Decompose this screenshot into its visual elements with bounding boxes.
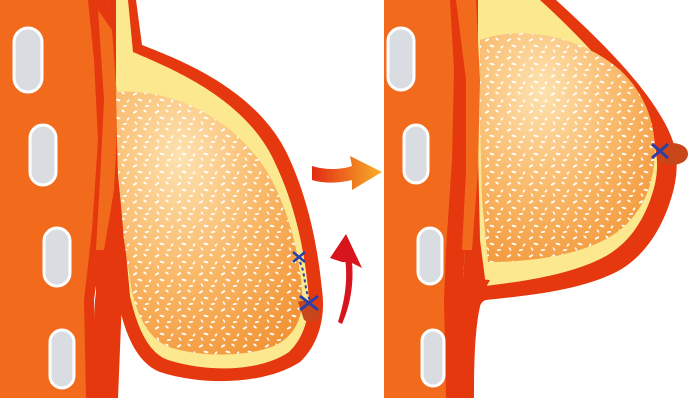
- rib-4-right: [422, 330, 444, 386]
- before-panel: [0, 0, 362, 398]
- gland-texture: [116, 92, 302, 355]
- rib-2-right: [404, 125, 428, 183]
- after-panel: [384, 0, 688, 398]
- rib-1-right: [388, 28, 414, 90]
- rib-1: [14, 28, 42, 92]
- rib-4: [50, 330, 74, 388]
- rib-3: [44, 228, 70, 286]
- curved-up-arrow-icon: [330, 234, 362, 324]
- right-arrow-icon: [312, 156, 382, 190]
- rib-2: [30, 125, 56, 185]
- rib-3-right: [418, 228, 442, 284]
